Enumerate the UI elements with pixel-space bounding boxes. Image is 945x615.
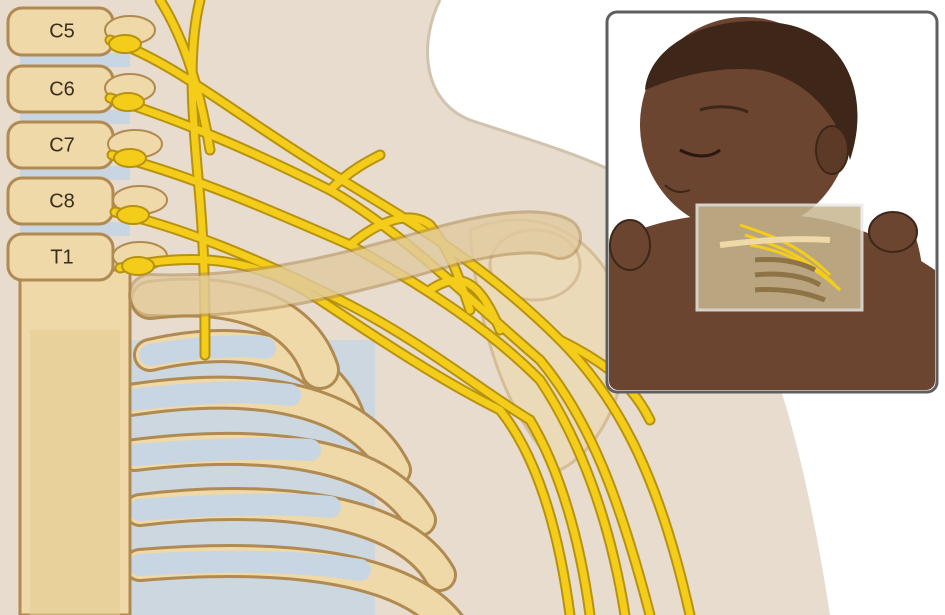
- infant-inset: [600, 12, 937, 392]
- label-c5: C5: [49, 20, 75, 42]
- infant-fist: [869, 212, 917, 252]
- label-c6: C6: [49, 78, 75, 100]
- label-c8: C8: [49, 190, 75, 212]
- label-c7: C7: [49, 134, 75, 156]
- label-t1: T1: [50, 246, 73, 268]
